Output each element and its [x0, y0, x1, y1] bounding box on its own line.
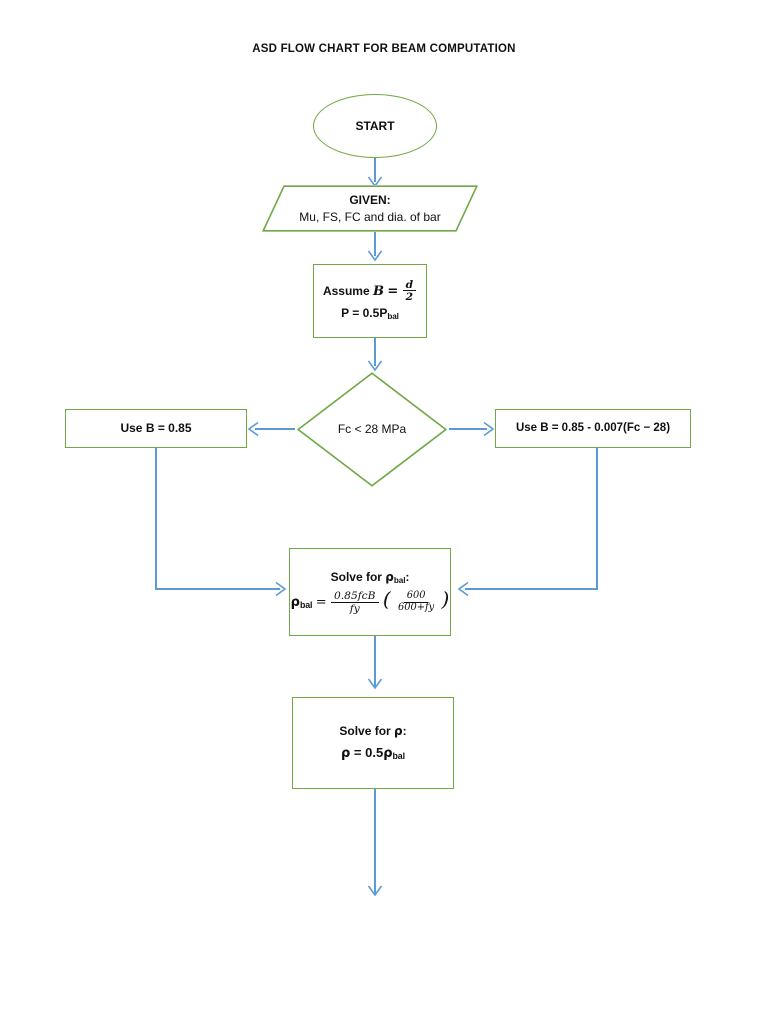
equation-equals-sign: = [315, 595, 327, 611]
page-title: ASD FLOW CHART FOR BEAM COMPUTATION [252, 43, 516, 55]
node-solve-rho-eq-subscript: bal [392, 751, 406, 762]
equation-fraction-1: 0.85fcB fy [331, 590, 379, 615]
node-solve-rho-bal-heading-rho: ρ [385, 570, 394, 585]
connector-decision-to-right-arrowhead [483, 421, 495, 437]
connector-left-to-rhobal-horizontal [155, 588, 280, 590]
node-use-b-left-label: Use B = 0.85 [120, 421, 192, 436]
connector-rhobal-to-rho-arrowhead [367, 678, 383, 690]
node-use-b-left[interactable]: Use B = 0.85 [65, 409, 247, 448]
connector-start-to-given-line [374, 158, 376, 182]
node-assume-fraction-numerator: d [402, 279, 417, 291]
connector-given-to-assume-arrowhead [367, 250, 383, 262]
connector-right-to-rhobal-vertical [596, 448, 598, 589]
equation-fraction-2-denominator: 600+fy [398, 601, 435, 613]
equation-lhs: ρbal [290, 594, 313, 611]
equation-fraction-2-numerator: 600 [403, 590, 429, 603]
connector-decision-to-right-line [449, 428, 487, 430]
connector-right-to-rhobal-horizontal [465, 588, 598, 590]
node-solve-rho-eq-lhs: ρ [341, 746, 351, 762]
connector-left-to-rhobal-arrowhead [275, 581, 287, 597]
node-solve-rho-bal-heading-suffix: : [405, 570, 410, 585]
node-start-label: START [355, 118, 395, 133]
node-solve-rho-bal-heading-prefix: Solve for [330, 570, 386, 585]
connector-rho-to-next-arrowhead [367, 885, 383, 897]
node-assume-equals: = [387, 283, 399, 299]
equation-lhs-subscript: bal [299, 600, 313, 611]
connector-assume-to-decision-arrowhead [367, 360, 383, 372]
connector-left-to-rhobal-vertical [155, 448, 157, 589]
node-solve-rho-equation: ρ = 0.5ρbal [341, 744, 405, 763]
node-solve-rho-eq-rho: ρ [383, 746, 393, 762]
connector-decision-to-left-arrowhead [247, 421, 259, 437]
node-assume[interactable]: Assume B = d 2 P = 0.5Pbal [313, 264, 427, 338]
equation-fraction-1-numerator: 0.85fcB [331, 590, 379, 603]
node-assume-line2-text: P = 0.5P [341, 306, 388, 321]
node-start[interactable]: START [313, 94, 437, 158]
equation-fraction-1-denominator: fy [349, 601, 360, 615]
node-solve-rho-heading-rho: ρ [394, 723, 403, 738]
node-assume-line2-subscript: bal [387, 312, 399, 322]
node-solve-rho-bal-heading: Solve for ρbal: [331, 569, 410, 586]
node-solve-rho-bal[interactable]: Solve for ρbal: ρbal = 0.85fcB fy ( 600 … [289, 548, 451, 636]
parallelogram-shape [262, 185, 478, 232]
equation-fraction-2: 600 600+fy [395, 590, 437, 613]
equation-close-paren: ) [441, 587, 450, 612]
node-decision[interactable]: Fc < 28 MPa [297, 372, 447, 487]
connector-decision-to-left-line [255, 428, 295, 430]
equation-open-paren: ( [382, 587, 391, 612]
node-solve-rho-heading-suffix: : [402, 723, 407, 738]
node-assume-fraction: d 2 [402, 279, 417, 303]
node-use-b-right[interactable]: Use B = 0.85 - 0.007(Fc − 28) [495, 409, 691, 448]
node-solve-rho[interactable]: Solve for ρ: ρ = 0.5ρbal [292, 697, 454, 789]
connector-right-to-rhobal-arrowhead [457, 581, 469, 597]
node-assume-fraction-denominator: 2 [405, 289, 414, 303]
node-assume-variable: B [372, 283, 384, 299]
node-use-b-right-label: Use B = 0.85 - 0.007(Fc − 28) [515, 421, 671, 434]
node-given[interactable]: GIVEN: Mu, FS, FC and dia. of bar [262, 185, 478, 232]
node-solve-rho-eq-mid: = 0.5 [350, 745, 384, 761]
node-solve-rho-heading: Solve for ρ: [339, 723, 406, 739]
node-assume-line1: Assume B = d 2 [322, 279, 417, 303]
node-decision-label: Fc < 28 MPa [337, 422, 407, 437]
diamond-shape [297, 372, 447, 487]
node-solve-rho-bal-heading-subscript: bal [393, 576, 406, 586]
connector-given-to-assume-line [374, 232, 376, 256]
node-assume-line2: P = 0.5Pbal [341, 305, 399, 322]
connector-rho-to-next-line [374, 789, 376, 895]
node-given-line2: Mu, FS, FC and dia. of bar [299, 209, 441, 224]
connector-rhobal-to-rho-line [374, 636, 376, 688]
node-solve-rho-heading-prefix: Solve for [339, 723, 395, 738]
node-given-heading: GIVEN: [349, 193, 391, 208]
node-solve-rho-bal-equation: ρbal = 0.85fcB fy ( 600 600+fy ) [290, 587, 450, 615]
connector-assume-to-decision-line [374, 338, 376, 366]
equation-lhs-rho: ρ [290, 595, 300, 611]
node-assume-prefix: Assume [322, 283, 370, 298]
